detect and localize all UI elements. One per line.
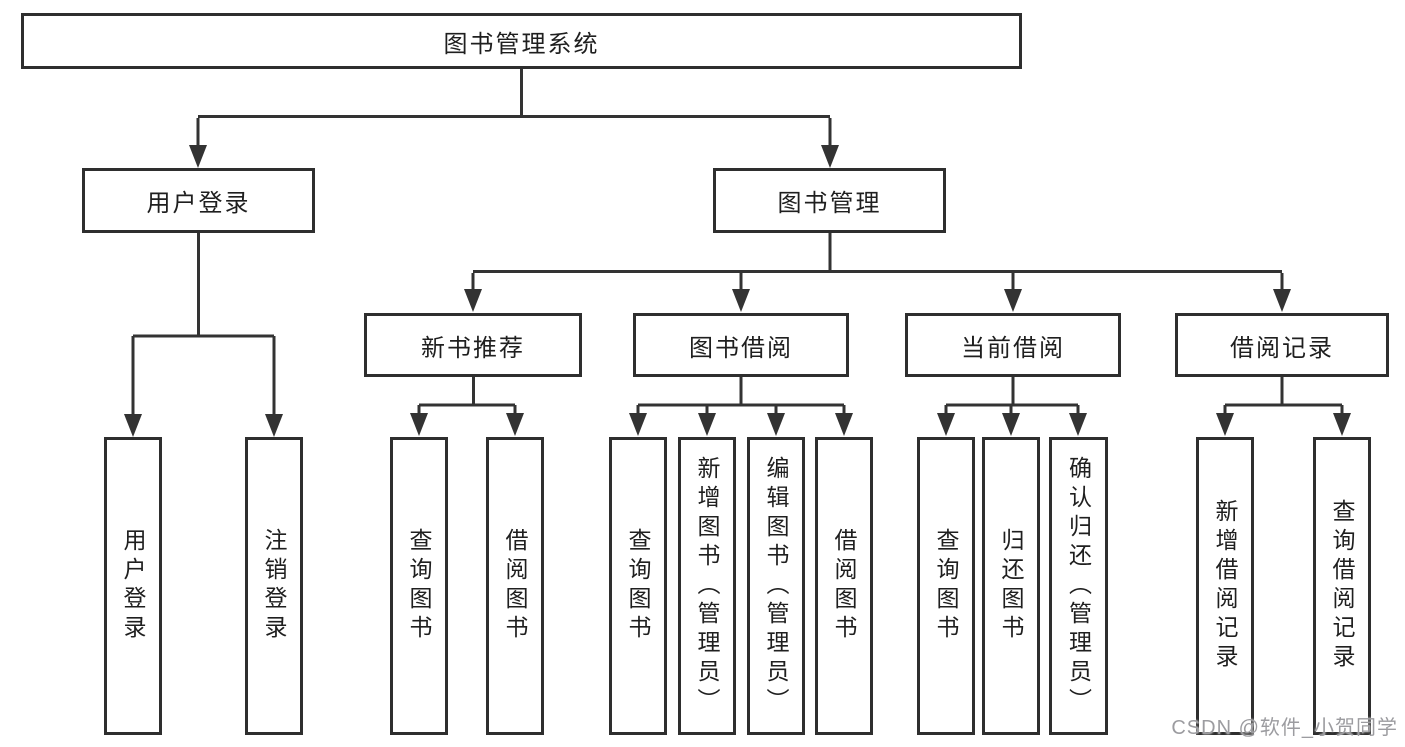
node-leaf-query-books-2: 查询图书 [609,437,667,735]
watermark: CSDN @软件_小贺同学 [1171,717,1398,739]
node-leaf-edit-books-admin: 编辑图书（管理员） [747,437,805,735]
tree-edges [131,69,1344,417]
node-leaf-borrow-books-2: 借阅图书 [815,437,873,735]
node-leaf-borrow-books-1: 借阅图书 [486,437,544,735]
node-leaf-add-borrow-record: 新增借阅记录 [1196,437,1254,735]
node-leaf-query-books-1: 查询图书 [390,437,448,735]
node-leaf-user-login: 用户登录 [104,437,162,735]
node-root-library-system: 图书管理系统 [21,13,1022,69]
node-leaf-add-books-admin: 新增图书（管理员） [678,437,736,735]
node-new-book-recommend: 新书推荐 [364,313,582,377]
node-user-login: 用户登录 [82,168,315,233]
node-leaf-query-books-3: 查询图书 [917,437,975,735]
node-leaf-query-borrow-record: 查询借阅记录 [1313,437,1371,735]
node-book-management: 图书管理 [713,168,946,233]
node-borrow-records: 借阅记录 [1175,313,1389,377]
node-leaf-logout: 注销登录 [245,437,303,735]
node-book-borrow: 图书借阅 [633,313,849,377]
node-leaf-confirm-return-admin: 确认归还（管理员） [1049,437,1108,735]
node-leaf-return-books: 归还图书 [982,437,1040,735]
node-current-borrow: 当前借阅 [905,313,1121,377]
arrow-down-icon [124,145,1351,437]
